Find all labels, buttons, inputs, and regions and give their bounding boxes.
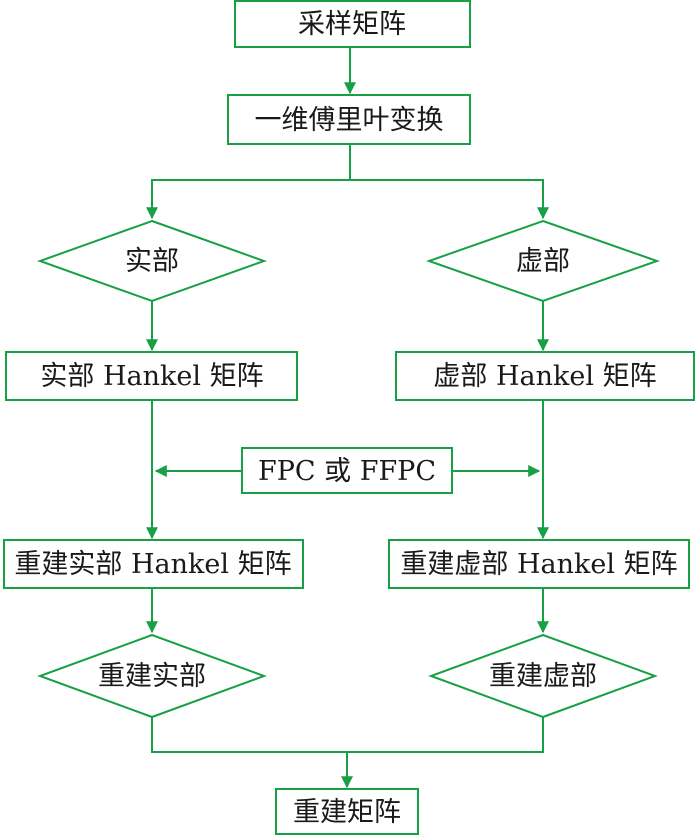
node-rebuilt-imag-hankel-label: 重建虚部 Hankel 矩阵 (400, 549, 677, 580)
node-rebuilt-matrix-label: 重建矩阵 (293, 797, 401, 828)
arrow-fourier-to-imag (350, 179, 549, 220)
connectors (146, 47, 549, 789)
node-fourier-1d: 一维傅里叶变换 (227, 94, 471, 145)
node-sampling-matrix: 采样矩阵 (234, 0, 471, 48)
node-imag-hankel: 虚部 Hankel 矩阵 (395, 351, 695, 401)
node-fpc: FPC 或 FFPC (241, 447, 453, 494)
node-rebuilt-real-label: 重建实部 (98, 661, 206, 692)
node-rebuilt-real-hankel-label: 重建实部 Hankel 矩阵 (14, 549, 291, 580)
node-real-hankel: 实部 Hankel 矩阵 (5, 351, 298, 401)
node-rebuilt-imag-hankel: 重建虚部 Hankel 矩阵 (388, 539, 690, 589)
merge-line (151, 717, 544, 753)
node-sampling-matrix-label: 采样矩阵 (298, 9, 406, 40)
node-imag-hankel-label: 虚部 Hankel 矩阵 (433, 361, 656, 392)
node-rebuilt-real-hankel: 重建实部 Hankel 矩阵 (3, 539, 304, 589)
node-fourier-1d-label: 一维傅里叶变换 (255, 105, 444, 136)
node-real-hankel-label: 实部 Hankel 矩阵 (40, 361, 263, 392)
node-rebuilt-imag: 重建虚部 (428, 633, 658, 719)
node-imag-part: 虚部 (425, 219, 661, 303)
node-rebuilt-real: 重建实部 (37, 633, 267, 719)
arrow-fourier-to-real (146, 144, 351, 220)
node-fpc-label: FPC 或 FFPC (258, 456, 436, 487)
node-imag-part-label: 虚部 (516, 246, 570, 277)
node-real-part-label: 实部 (125, 246, 179, 277)
node-rebuilt-imag-label: 重建虚部 (489, 661, 597, 692)
node-real-part: 实部 (37, 219, 267, 303)
node-rebuilt-matrix: 重建矩阵 (275, 788, 419, 835)
